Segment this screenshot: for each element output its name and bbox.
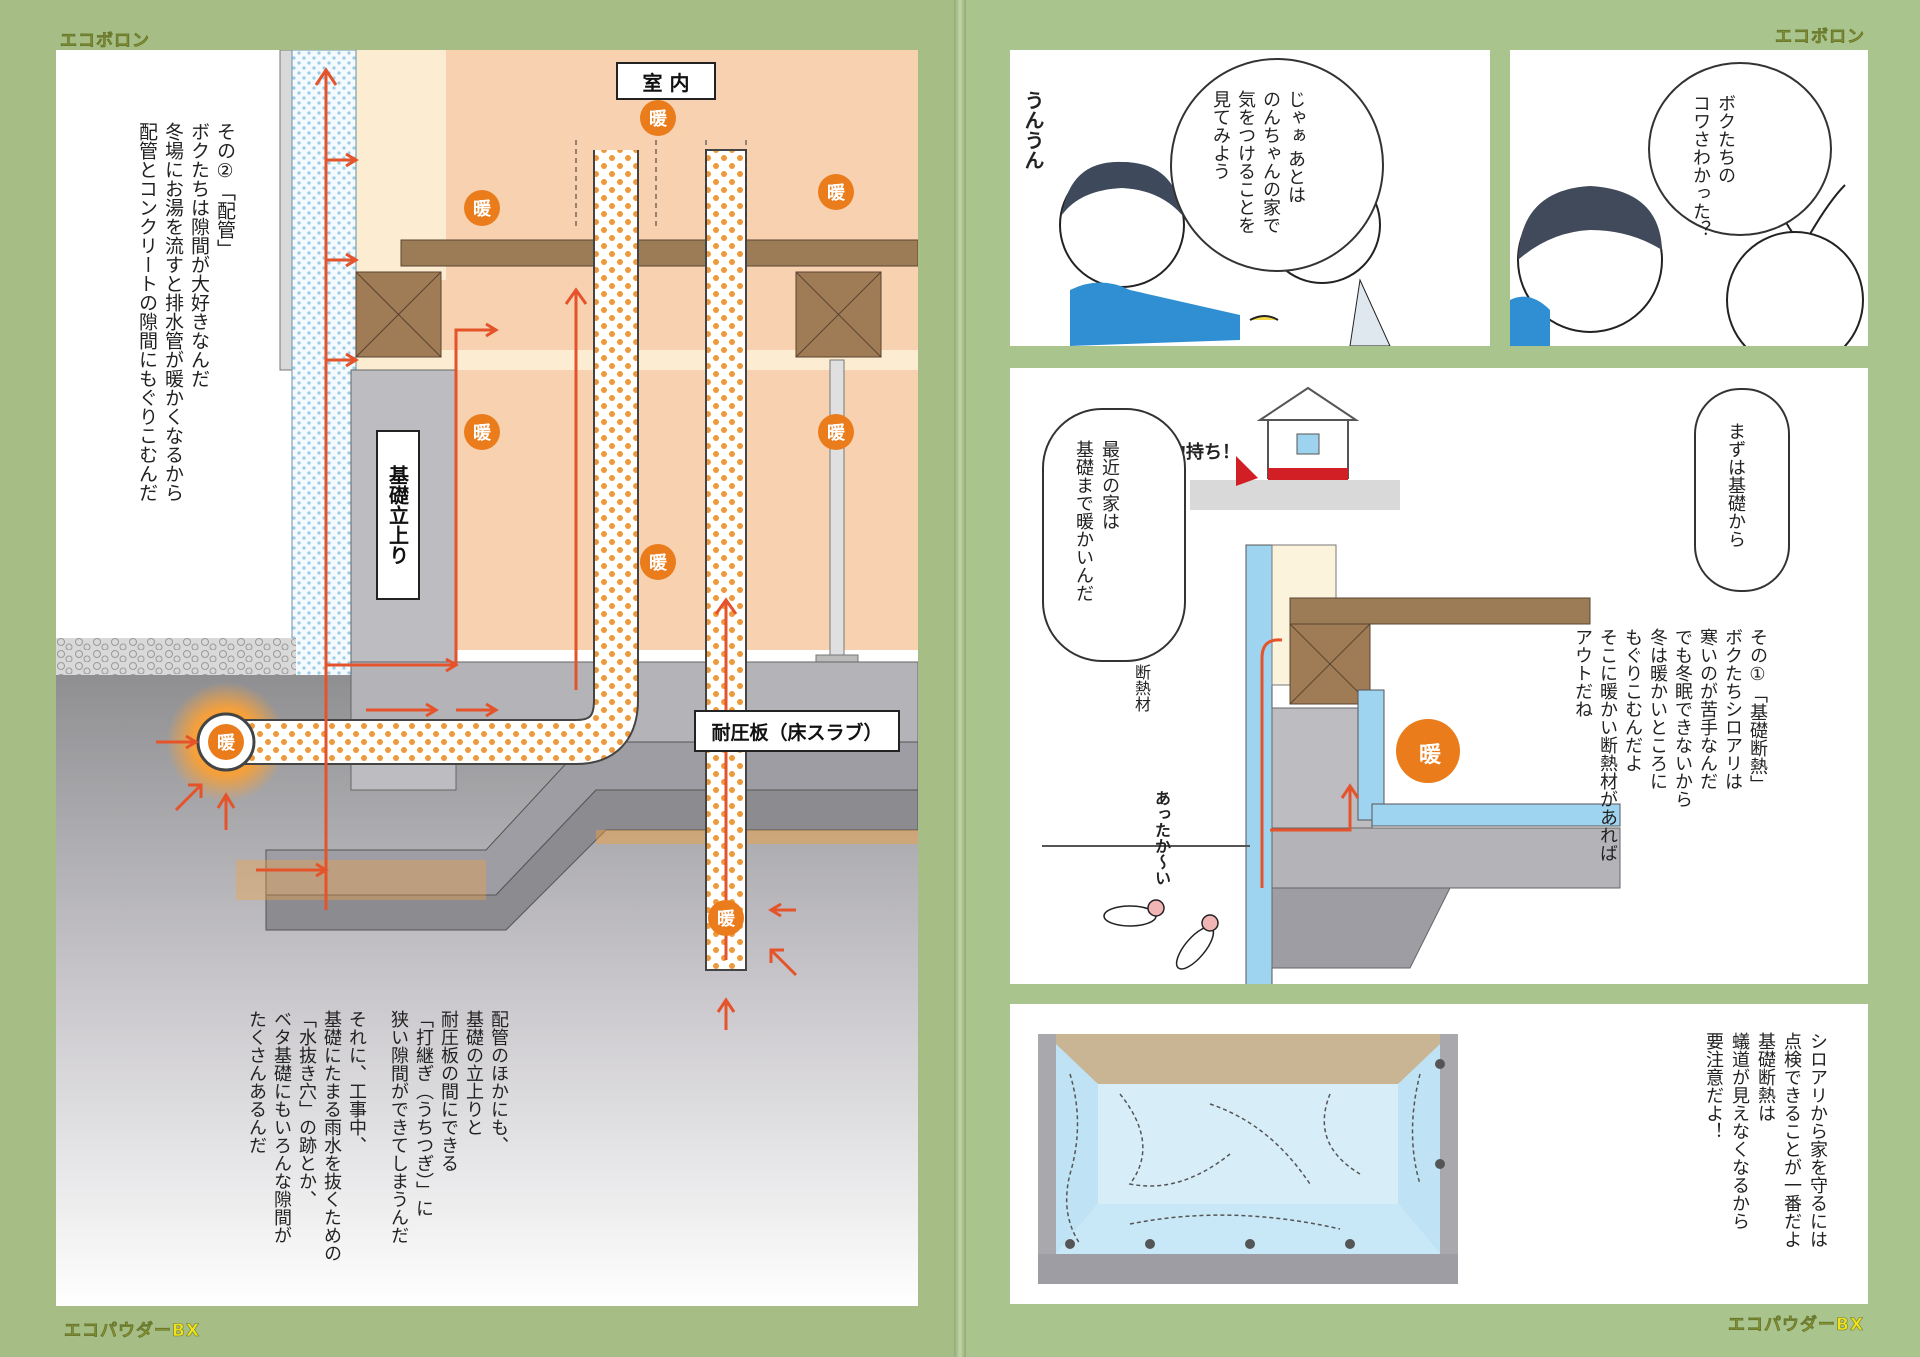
- speech-text: ボクたちの コワさわかった？: [1690, 94, 1736, 238]
- pipe-cross-section-illustration: [56, 50, 918, 1306]
- warm-sfx: あったか〜い: [1152, 790, 1171, 886]
- warm-badge: 暖: [818, 174, 854, 210]
- speech-bubble-right: [1694, 388, 1790, 592]
- foundation-riser-label: 基礎立上り: [376, 430, 420, 600]
- warm-badge: 暖: [208, 724, 244, 760]
- brand-bottom-right: エコパウダーBX: [1728, 1315, 1865, 1336]
- brand-bottom-left: エコパウダーBX: [64, 1321, 201, 1342]
- warm-badge: 暖: [708, 900, 744, 936]
- warm-badge: 暖: [640, 100, 676, 136]
- manga-panel-1: うんうん じゃぁ あとは のんちゃんの家で 気をつけることを 見てみよう: [1010, 50, 1490, 346]
- bottom-text-2: それに、工事中、 基礎にたまる雨水を抜くための 「水抜き穴」の跡とか、 ベタ基礎…: [246, 1010, 367, 1262]
- speech-bubble: [1648, 62, 1832, 236]
- brand-top-right: エコボロン: [1775, 27, 1865, 48]
- room-label: 室 内: [616, 62, 716, 100]
- speech-bubble: [1170, 58, 1384, 272]
- intro-text: その②「配管」 ボクたちは隙間が大好きなんだ 冬場にお湯を流すと排水管が暖かくな…: [136, 122, 236, 502]
- manga-panel-2: ボクたちの コワさわかった？: [1510, 50, 1868, 346]
- slab-label: 耐圧板（床スラブ）: [694, 710, 900, 752]
- warm-badge: 暖: [640, 544, 676, 580]
- speech-text: じゃぁ あとは のんちゃんの家で 気をつけることを 見てみよう: [1210, 90, 1306, 234]
- bottom-text-1: 配管のほかにも、 基礎の立上りと 耐圧板の間にできる 「打継ぎ（うちつぎ）」に …: [388, 1010, 509, 1244]
- sfx-text: うんうん: [1021, 90, 1045, 170]
- pipe-illustration-panel: その②「配管」 ボクたちは隙間が大好きなんだ 冬場にお湯を流すと排水管が暖かくな…: [56, 50, 918, 1306]
- manga-panel-3: 縁の下の力持ち！ 最近の家は 基礎まで暖かいんだ まずは基礎から その①「基礎断…: [1010, 368, 1868, 984]
- narration-text: その①「基礎断熱」 ボクたちシロアリは 寒いのが苦手なんだ でも冬眠できないから…: [1572, 628, 1768, 862]
- warm-badge: 暖: [464, 190, 500, 226]
- warm-badge: 暖: [464, 414, 500, 450]
- foundation-insulation-illustration: [1042, 386, 1621, 984]
- insulation-label: 断熱材: [1132, 664, 1151, 712]
- manga-panel-4: シロアリから家を守るには 点検できることが一番だよ 基礎断熱は 蟻道が見えなくな…: [1010, 1004, 1868, 1304]
- speech-text-left: 最近の家は 基礎まで暖かいんだ: [1073, 440, 1120, 602]
- page-fold: [954, 0, 966, 1357]
- speech-bubble-left: [1042, 408, 1186, 662]
- narration-text: シロアリから家を守るには 点検できることが一番だよ 基礎断熱は 蟻道が見えなくな…: [1703, 1032, 1828, 1248]
- brand-top-left: エコボロン: [60, 31, 150, 52]
- speech-text-right: まずは基礎から: [1725, 422, 1746, 548]
- warm-badge: 暖: [818, 414, 854, 450]
- foundation-perspective-illustration: [1038, 1034, 1458, 1284]
- characters-illustration: [1510, 169, 1864, 346]
- warm-badge: 暖: [1418, 743, 1441, 768]
